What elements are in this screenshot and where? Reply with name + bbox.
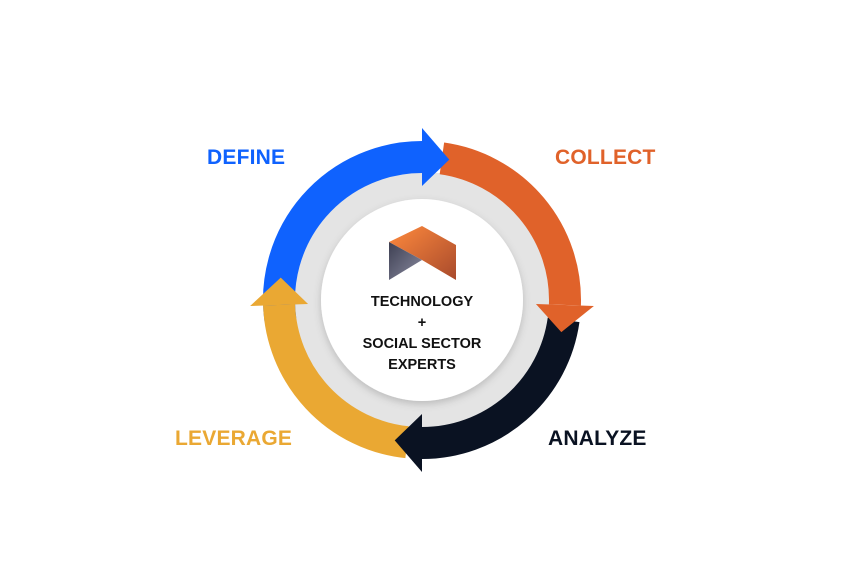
arrow-arc-collect bbox=[439, 142, 581, 306]
logo-icon bbox=[389, 226, 456, 280]
arrowhead-collect-icon bbox=[535, 303, 594, 333]
arrow-arc-analyze bbox=[421, 317, 580, 459]
arrowhead-define-icon bbox=[422, 128, 450, 186]
center-line-social-sector: SOCIAL SECTOR bbox=[362, 336, 482, 352]
center-text: TECHNOLOGY + SOCIAL SECTOR EXPERTS bbox=[322, 292, 522, 376]
arrowhead-leverage-icon bbox=[250, 277, 309, 307]
center-line-experts: EXPERTS bbox=[388, 357, 456, 373]
arrow-arc-leverage bbox=[263, 304, 410, 459]
stage-label-analyze: ANALYZE bbox=[548, 427, 647, 450]
arrowhead-analyze-icon bbox=[394, 414, 422, 472]
center-line-plus: + bbox=[417, 315, 427, 331]
stage-label-collect: COLLECT bbox=[555, 146, 656, 169]
stage-label-define: DEFINE bbox=[207, 146, 286, 169]
center-line-technology: TECHNOLOGY bbox=[370, 294, 474, 310]
center-disc bbox=[321, 199, 523, 401]
stage-label-leverage: LEVERAGE bbox=[175, 427, 293, 450]
